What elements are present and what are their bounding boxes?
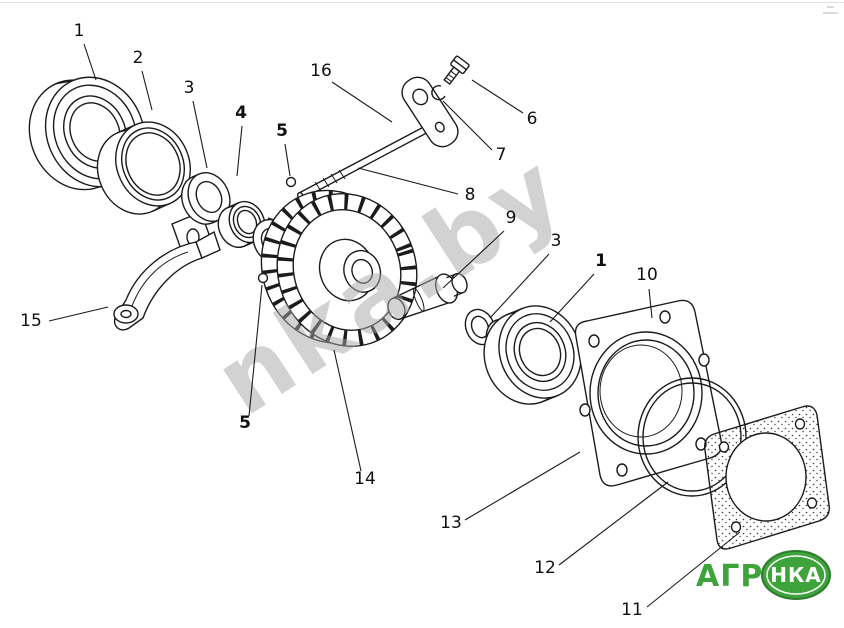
part-callout: 4 [235, 103, 247, 177]
part-callout: 11 [621, 531, 741, 620]
callout-label: 1 [74, 21, 85, 41]
bearing-rear [483, 305, 582, 405]
brand-logo: АГРО НКА [696, 550, 831, 600]
callout-label: 6 [527, 109, 538, 129]
part-callout: 5 [276, 121, 291, 177]
part-callout: 9 [442, 208, 517, 289]
callout-label: 5 [239, 413, 251, 433]
logo-badge [761, 550, 831, 600]
bolt [443, 55, 470, 86]
spring-coils [314, 169, 346, 192]
logo-badge-ring [766, 555, 826, 595]
leader-line [442, 100, 493, 151]
corner-marks [823, 6, 838, 14]
callout-label: 8 [465, 185, 476, 205]
coupling-shaft [387, 272, 468, 321]
callout-label: 11 [621, 600, 643, 620]
leader-line [442, 230, 505, 289]
part-callout: 13 [440, 451, 581, 533]
callout-label: 16 [310, 61, 332, 81]
part-callout: 2 [133, 48, 153, 111]
shift-fork [113, 230, 221, 331]
locking-rod [296, 121, 437, 201]
part-callout: 1 [74, 21, 97, 81]
leader-line [549, 273, 595, 323]
spacer-ring [96, 121, 191, 215]
callouts: 1 2 3 4 5 16 6 7 [20, 21, 741, 620]
callout-label: 5 [276, 121, 288, 141]
part-callout: 6 [471, 79, 538, 129]
callout-label: 4 [235, 103, 247, 123]
callout-label: 15 [20, 311, 42, 331]
leader-line [357, 167, 459, 195]
cotter-clip [431, 84, 446, 101]
part-callout: 3 [184, 78, 208, 169]
detent-ball-top [285, 176, 297, 188]
leader-line [333, 349, 362, 472]
leader-line [648, 288, 653, 319]
callout-label: 9 [506, 208, 517, 228]
part-callout: 3 [489, 231, 562, 319]
leader-line [141, 70, 153, 111]
part-callout: 10 [636, 265, 658, 319]
callout-label: 1 [595, 251, 607, 271]
logo-badge-label: НКА [770, 563, 822, 587]
part-callout: 8 [357, 167, 476, 205]
detent-ball-bottom [257, 272, 269, 284]
leader-line [464, 451, 581, 521]
callout-label: 10 [636, 265, 658, 285]
leader-line [331, 81, 393, 123]
housing-flange [574, 299, 723, 487]
part-callout: 12 [534, 481, 669, 578]
callout-label: 12 [534, 558, 556, 578]
part-callout: 14 [333, 349, 376, 489]
callout-label: 7 [496, 145, 507, 165]
part-callout: 7 [442, 100, 507, 165]
flange-bolt-holes [579, 310, 710, 477]
gasket [704, 405, 830, 550]
callout-label: 3 [184, 78, 195, 98]
leader-line [83, 43, 97, 81]
anchor-plate [401, 76, 459, 148]
leader-line [471, 79, 524, 114]
part-callout: 16 [310, 61, 393, 123]
callout-label: 3 [551, 231, 562, 251]
leader-line [558, 481, 669, 566]
leader-line [646, 531, 741, 608]
leader-line [284, 143, 291, 177]
part-callout: 5 [239, 284, 263, 433]
washer-front [180, 172, 231, 225]
callout-label: 2 [133, 48, 144, 68]
leader-line [236, 125, 243, 177]
callout-label: 13 [440, 513, 462, 533]
drive-gear [260, 189, 418, 347]
leader-line [489, 253, 550, 319]
leader-line [248, 284, 263, 417]
callout-label: 14 [354, 469, 376, 489]
part-callout: 1 [549, 251, 607, 323]
leader-line [48, 306, 109, 322]
part-callout: 15 [20, 306, 109, 331]
leader-line [192, 100, 208, 169]
